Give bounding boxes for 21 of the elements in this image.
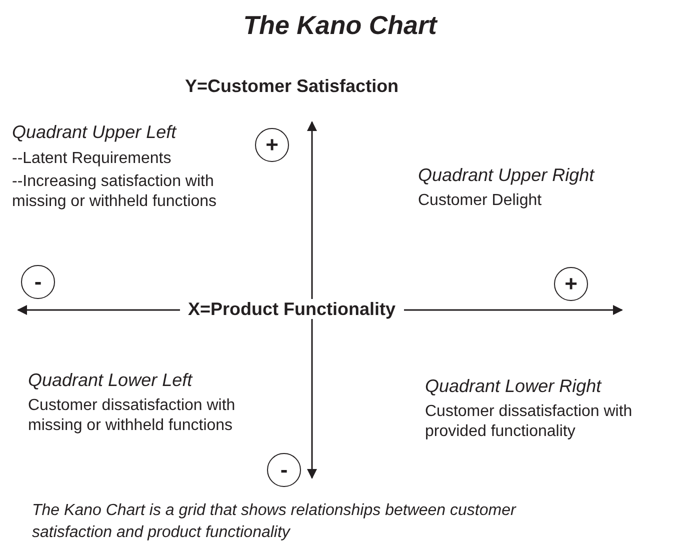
sign-symbol: -: [280, 459, 288, 481]
quadrant-heading: Quadrant Upper Left: [12, 122, 176, 142]
sign-symbol: +: [266, 134, 278, 156]
caption: The Kano Chart is a grid that shows relationships between customer satisfaction and product functionality: [32, 501, 518, 543]
quadrant-heading: Quadrant Lower Right: [425, 376, 602, 396]
quadrant-note: Customer dissatisfaction with missing or withheld functions: [28, 396, 236, 436]
quadrant-note: --Latent Requirements: [12, 149, 172, 169]
quadrant-heading: Quadrant Upper Right: [418, 165, 594, 185]
sign-circle: [255, 128, 289, 162]
sign-symbol: -: [34, 271, 42, 293]
chart-title: The Kano Chart: [242, 10, 439, 40]
quadrant-note: Customer Delight: [418, 191, 542, 211]
quadrant-heading: Quadrant Lower Left: [28, 370, 192, 390]
quadrant-note: Customer dissatisfaction with provided functionality: [425, 402, 634, 442]
axis-label: X=Product Functionality: [180, 299, 404, 319]
sign-circle: [267, 453, 301, 487]
sign-symbol: +: [564, 273, 578, 295]
quadrant-note: --Increasing satisfaction with missing or withheld functions: [12, 172, 218, 212]
axis-label: Y=Customer Satisfaction: [185, 76, 399, 96]
sign-circle: [21, 265, 55, 299]
sign-circle: [554, 267, 588, 301]
